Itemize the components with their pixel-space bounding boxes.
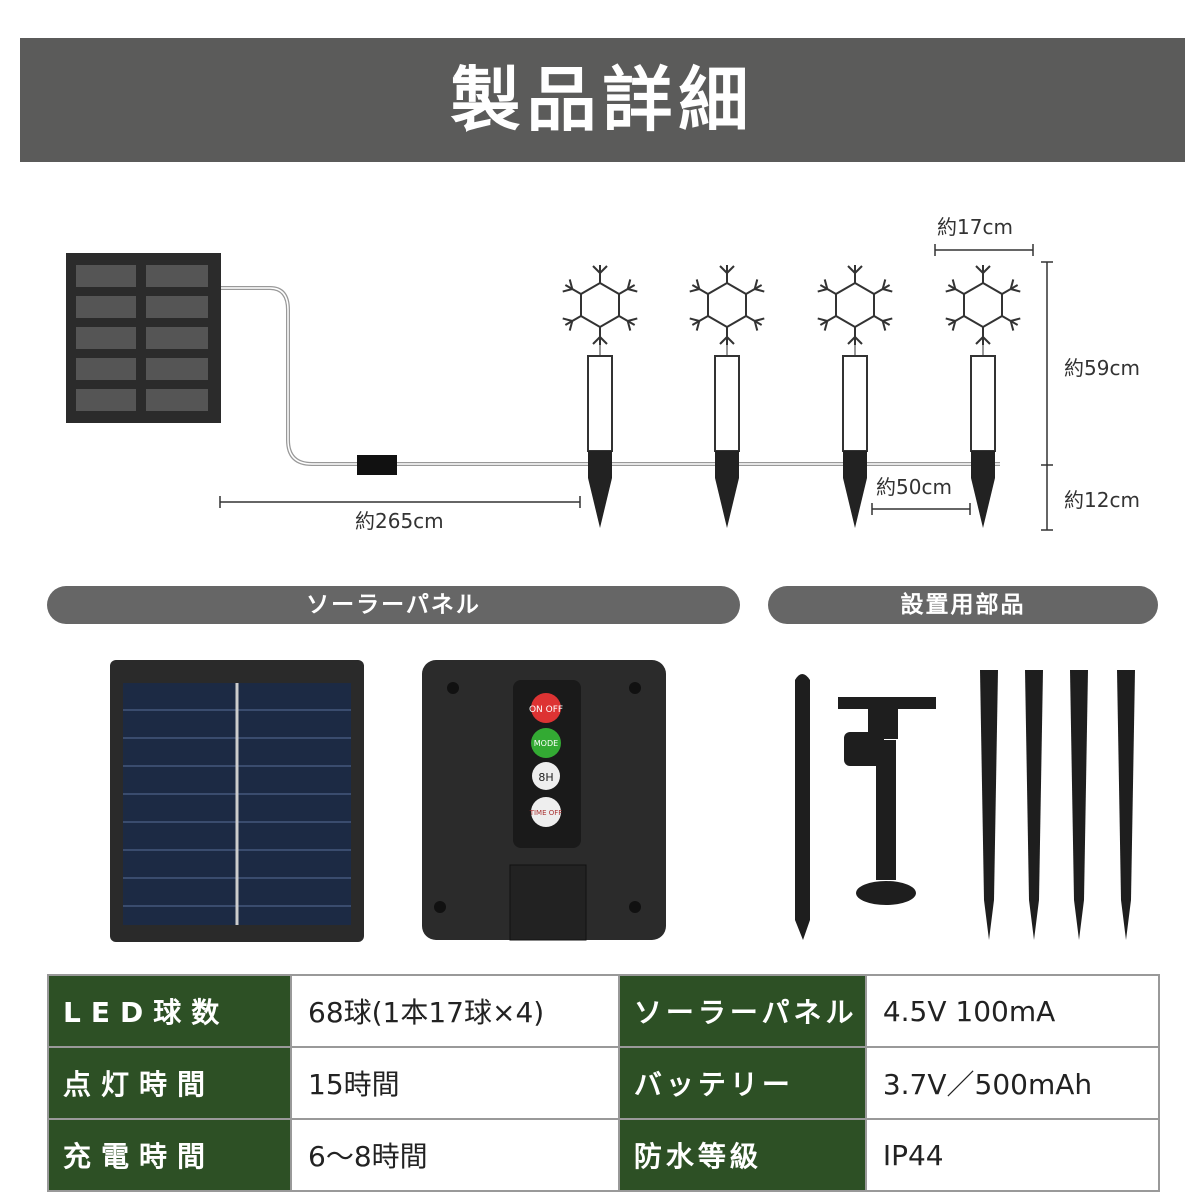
spec-value: 3.7V／500mAh <box>864 1046 1161 1120</box>
table-row: 充電時間 6～8時間 防水等級 IP44 <box>47 1118 1161 1192</box>
stake-length-label: 約12cm <box>1064 488 1140 512</box>
on-off-button-label: ON OFF <box>529 705 563 715</box>
section-solar-panel: ソーラーパネル <box>47 586 740 624</box>
page-title: 製品詳細 <box>20 38 1185 162</box>
spec-key: 充電時間 <box>47 1118 292 1192</box>
spec-key: 防水等級 <box>617 1118 867 1192</box>
stake-lights <box>562 265 1021 528</box>
mounting-parts-image <box>795 670 1135 940</box>
spec-value: 68球(1本17球×4) <box>290 974 620 1048</box>
spec-value: 4.5V 100mA <box>864 974 1161 1048</box>
timer-button-label: 8H <box>538 771 553 784</box>
solar-panel-back-image: ON OFF MODE 8H TIME OFF <box>422 660 666 941</box>
spec-table: LED球数 68球(1本17球×4) ソーラーパネル 4.5V 100mA 点灯… <box>47 974 1161 1192</box>
spec-key: ソーラーパネル <box>617 974 867 1048</box>
spec-key: LED球数 <box>47 974 292 1048</box>
spacing-label: 約50cm <box>876 475 952 499</box>
spec-value: 15時間 <box>290 1046 620 1120</box>
solar-panel-front-image <box>110 660 364 942</box>
spec-key: バッテリー <box>617 1046 867 1120</box>
table-row: 点灯時間 15時間 バッテリー 3.7V／500mAh <box>47 1046 1161 1120</box>
time-off-button-label: TIME OFF <box>529 809 563 817</box>
mode-button-label: MODE <box>534 739 558 748</box>
product-photos: ON OFF MODE 8H TIME OFF <box>110 660 1135 942</box>
height-label: 約59cm <box>1064 356 1140 380</box>
product-diagram: 約17cm 約59cm 約12cm 約50cm 約265cm <box>66 215 1140 533</box>
switch-box-icon <box>357 455 397 475</box>
table-row: LED球数 68球(1本17球×4) ソーラーパネル 4.5V 100mA <box>47 974 1161 1048</box>
cable-length-label: 約265cm <box>355 509 444 533</box>
spec-key: 点灯時間 <box>47 1046 292 1120</box>
spec-value: IP44 <box>864 1118 1161 1192</box>
width-label: 約17cm <box>937 215 1013 239</box>
solar-panel-icon <box>66 253 221 423</box>
spec-value: 6～8時間 <box>290 1118 620 1192</box>
section-install-parts: 設置用部品 <box>768 586 1158 624</box>
